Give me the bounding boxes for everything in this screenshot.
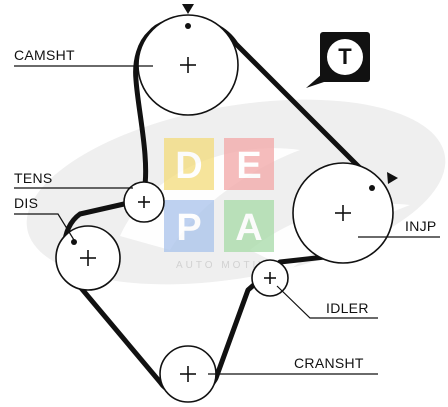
timing-mark-injection-icon <box>387 172 398 184</box>
watermark-tile-a <box>224 200 274 252</box>
label-injp: INJP <box>405 218 437 234</box>
watermark-tile-e <box>224 138 274 190</box>
leader-dis <box>14 213 75 241</box>
label-tens: TENS <box>14 170 53 186</box>
watermark-letter-e: E <box>236 145 261 187</box>
label-camsht: CAMSHT <box>14 47 75 63</box>
pulley-distributor <box>55 225 121 291</box>
pulley-idler <box>251 259 289 297</box>
timing-mark-camshaft-icon <box>182 4 194 14</box>
pulley-injection-pump <box>292 162 394 264</box>
label-dis: DIS <box>14 195 38 211</box>
watermark-letter-p: P <box>176 207 201 249</box>
timing-badge-letter: T <box>338 44 352 69</box>
leader-idler <box>276 285 378 319</box>
watermark-tile-p <box>164 200 214 252</box>
watermark: D E P A AUTO MOTIV <box>164 138 274 271</box>
watermark-letter-a: A <box>235 207 262 249</box>
watermark-letter-d: D <box>175 145 202 187</box>
pulley-tensioner <box>123 181 165 223</box>
pulley-crankshaft <box>159 345 217 403</box>
label-cransht: CRANSHT <box>294 355 364 371</box>
label-idler: IDLER <box>326 300 369 316</box>
watermark-tile-d <box>164 138 214 190</box>
timing-badge: T <box>306 32 370 88</box>
pulley-camshaft <box>137 14 239 116</box>
watermark-subtitle: AUTO MOTIV <box>176 260 268 271</box>
